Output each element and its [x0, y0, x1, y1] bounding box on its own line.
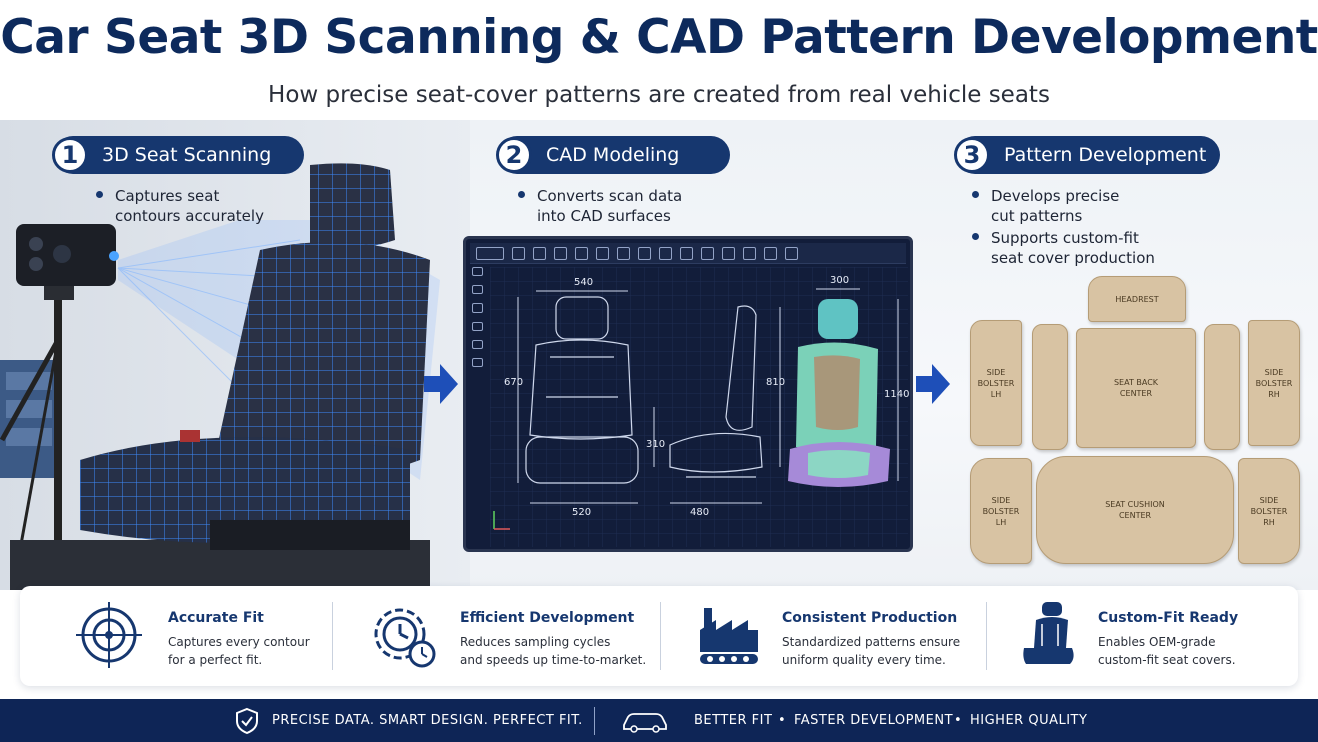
tool-icon[interactable] — [743, 246, 756, 260]
step-3-pill: 3 Pattern Development — [954, 136, 1220, 174]
tool-icon[interactable] — [785, 246, 798, 260]
benefit-title: Custom-Fit Ready — [1098, 610, 1239, 626]
benefit-efficient-development: Efficient Development Reduces sampling c… — [334, 586, 658, 686]
target-icon — [76, 602, 142, 668]
dim-color-width: 300 — [830, 275, 850, 286]
footer-point-higher-quality: HIGHER QUALITY — [970, 713, 1088, 728]
color-surface-model — [788, 299, 890, 487]
tool-icon[interactable] — [575, 246, 588, 260]
gear-clock-icon — [374, 608, 436, 668]
dim-side-height: 810 — [766, 377, 786, 388]
page-title: Car Seat 3D Scanning & CAD Pattern Devel… — [0, 10, 1318, 65]
tool-icon[interactable] — [472, 267, 483, 277]
tool-icon[interactable] — [764, 246, 777, 260]
arrow-right-icon — [916, 364, 950, 404]
benefit-title: Efficient Development — [460, 610, 635, 626]
shield-check-icon — [236, 707, 258, 735]
process-stage: 1 3D Seat Scanning Captures seat contour… — [0, 120, 1318, 590]
car-icon — [623, 713, 667, 733]
cad-drawing — [490, 267, 908, 547]
step-2-pill: 2 CAD Modeling — [496, 136, 730, 174]
arrow-right-icon — [424, 364, 458, 404]
tool-icon[interactable] — [596, 246, 609, 260]
side-view-wireframe — [669, 305, 763, 478]
tool-icon[interactable] — [472, 321, 483, 331]
step-1-number: 1 — [52, 137, 88, 173]
dim-seat-height: 310 — [646, 439, 666, 450]
front-view-wireframe — [525, 296, 639, 484]
footer-point-faster-development: FASTER DEVELOPMENT — [794, 713, 954, 728]
view-select-icon[interactable] — [476, 246, 504, 260]
divider — [332, 602, 333, 670]
tool-icon[interactable] — [472, 303, 483, 313]
step-2-number: 2 — [496, 137, 532, 173]
step-3-bullet-2: Supports custom-fit seat cover productio… — [972, 228, 1155, 268]
pattern-strip-right — [1204, 324, 1240, 450]
tool-icon[interactable] — [680, 246, 693, 260]
benefit-consistent-production: Consistent Production Standardized patte… — [662, 586, 984, 686]
cad-toolbar — [470, 243, 906, 264]
scanned-seat-illustration — [10, 163, 430, 590]
benefit-title: Consistent Production — [782, 610, 958, 626]
benefit-title: Accurate Fit — [168, 610, 264, 626]
dim-width-top: 540 — [574, 277, 594, 288]
step-3-bullet-1: Develops precise cut patterns — [972, 186, 1119, 226]
tool-icon[interactable] — [722, 246, 735, 260]
tool-icon[interactable] — [472, 285, 483, 295]
cad-side-toolbar — [472, 267, 486, 368]
bullet-dot: • — [954, 713, 963, 728]
divider — [594, 707, 595, 735]
tool-icon[interactable] — [617, 246, 630, 260]
step-2-bullet: Converts scan data into CAD surfaces — [518, 186, 682, 226]
tool-icon[interactable] — [638, 246, 651, 260]
footer-tagline: PRECISE DATA. SMART DESIGN. PERFECT FIT. — [272, 713, 583, 728]
tool-icon[interactable] — [701, 246, 714, 260]
tool-icon[interactable] — [472, 357, 483, 368]
step-1-pill: 1 3D Seat Scanning — [52, 136, 304, 174]
footer-point-better-fit: BETTER FIT — [694, 713, 773, 728]
page-subtitle: How precise seat-cover patterns are crea… — [268, 82, 1050, 108]
tool-icon[interactable] — [472, 339, 483, 349]
dim-height-left: 670 — [504, 377, 524, 388]
cad-window: 540 670 520 310 480 810 300 1140 — [463, 236, 913, 552]
pattern-headrest: HEADREST — [1088, 276, 1186, 322]
divider — [660, 602, 661, 670]
step-1-bullet: Captures seat contours accurately — [96, 186, 264, 226]
step-3-number: 3 — [954, 137, 990, 173]
tool-icon[interactable] — [512, 246, 525, 260]
footer-bar: PRECISE DATA. SMART DESIGN. PERFECT FIT.… — [0, 699, 1318, 742]
factory-icon — [700, 608, 758, 664]
pattern-strip-left — [1032, 324, 1068, 450]
car-seat-icon — [1023, 602, 1074, 664]
dim-color-height: 1140 — [884, 389, 910, 400]
tool-icon[interactable] — [533, 246, 546, 260]
divider — [986, 602, 987, 670]
dim-width-bottom: 520 — [572, 507, 592, 518]
step-1-label: 3D Seat Scanning — [102, 144, 272, 166]
bullet-dot: • — [778, 713, 787, 728]
step-2-label: CAD Modeling — [546, 144, 680, 166]
dim-side-depth: 480 — [690, 507, 710, 518]
step-3-label: Pattern Development — [1004, 144, 1207, 166]
tool-icon[interactable] — [554, 246, 567, 260]
tool-icon[interactable] — [659, 246, 672, 260]
